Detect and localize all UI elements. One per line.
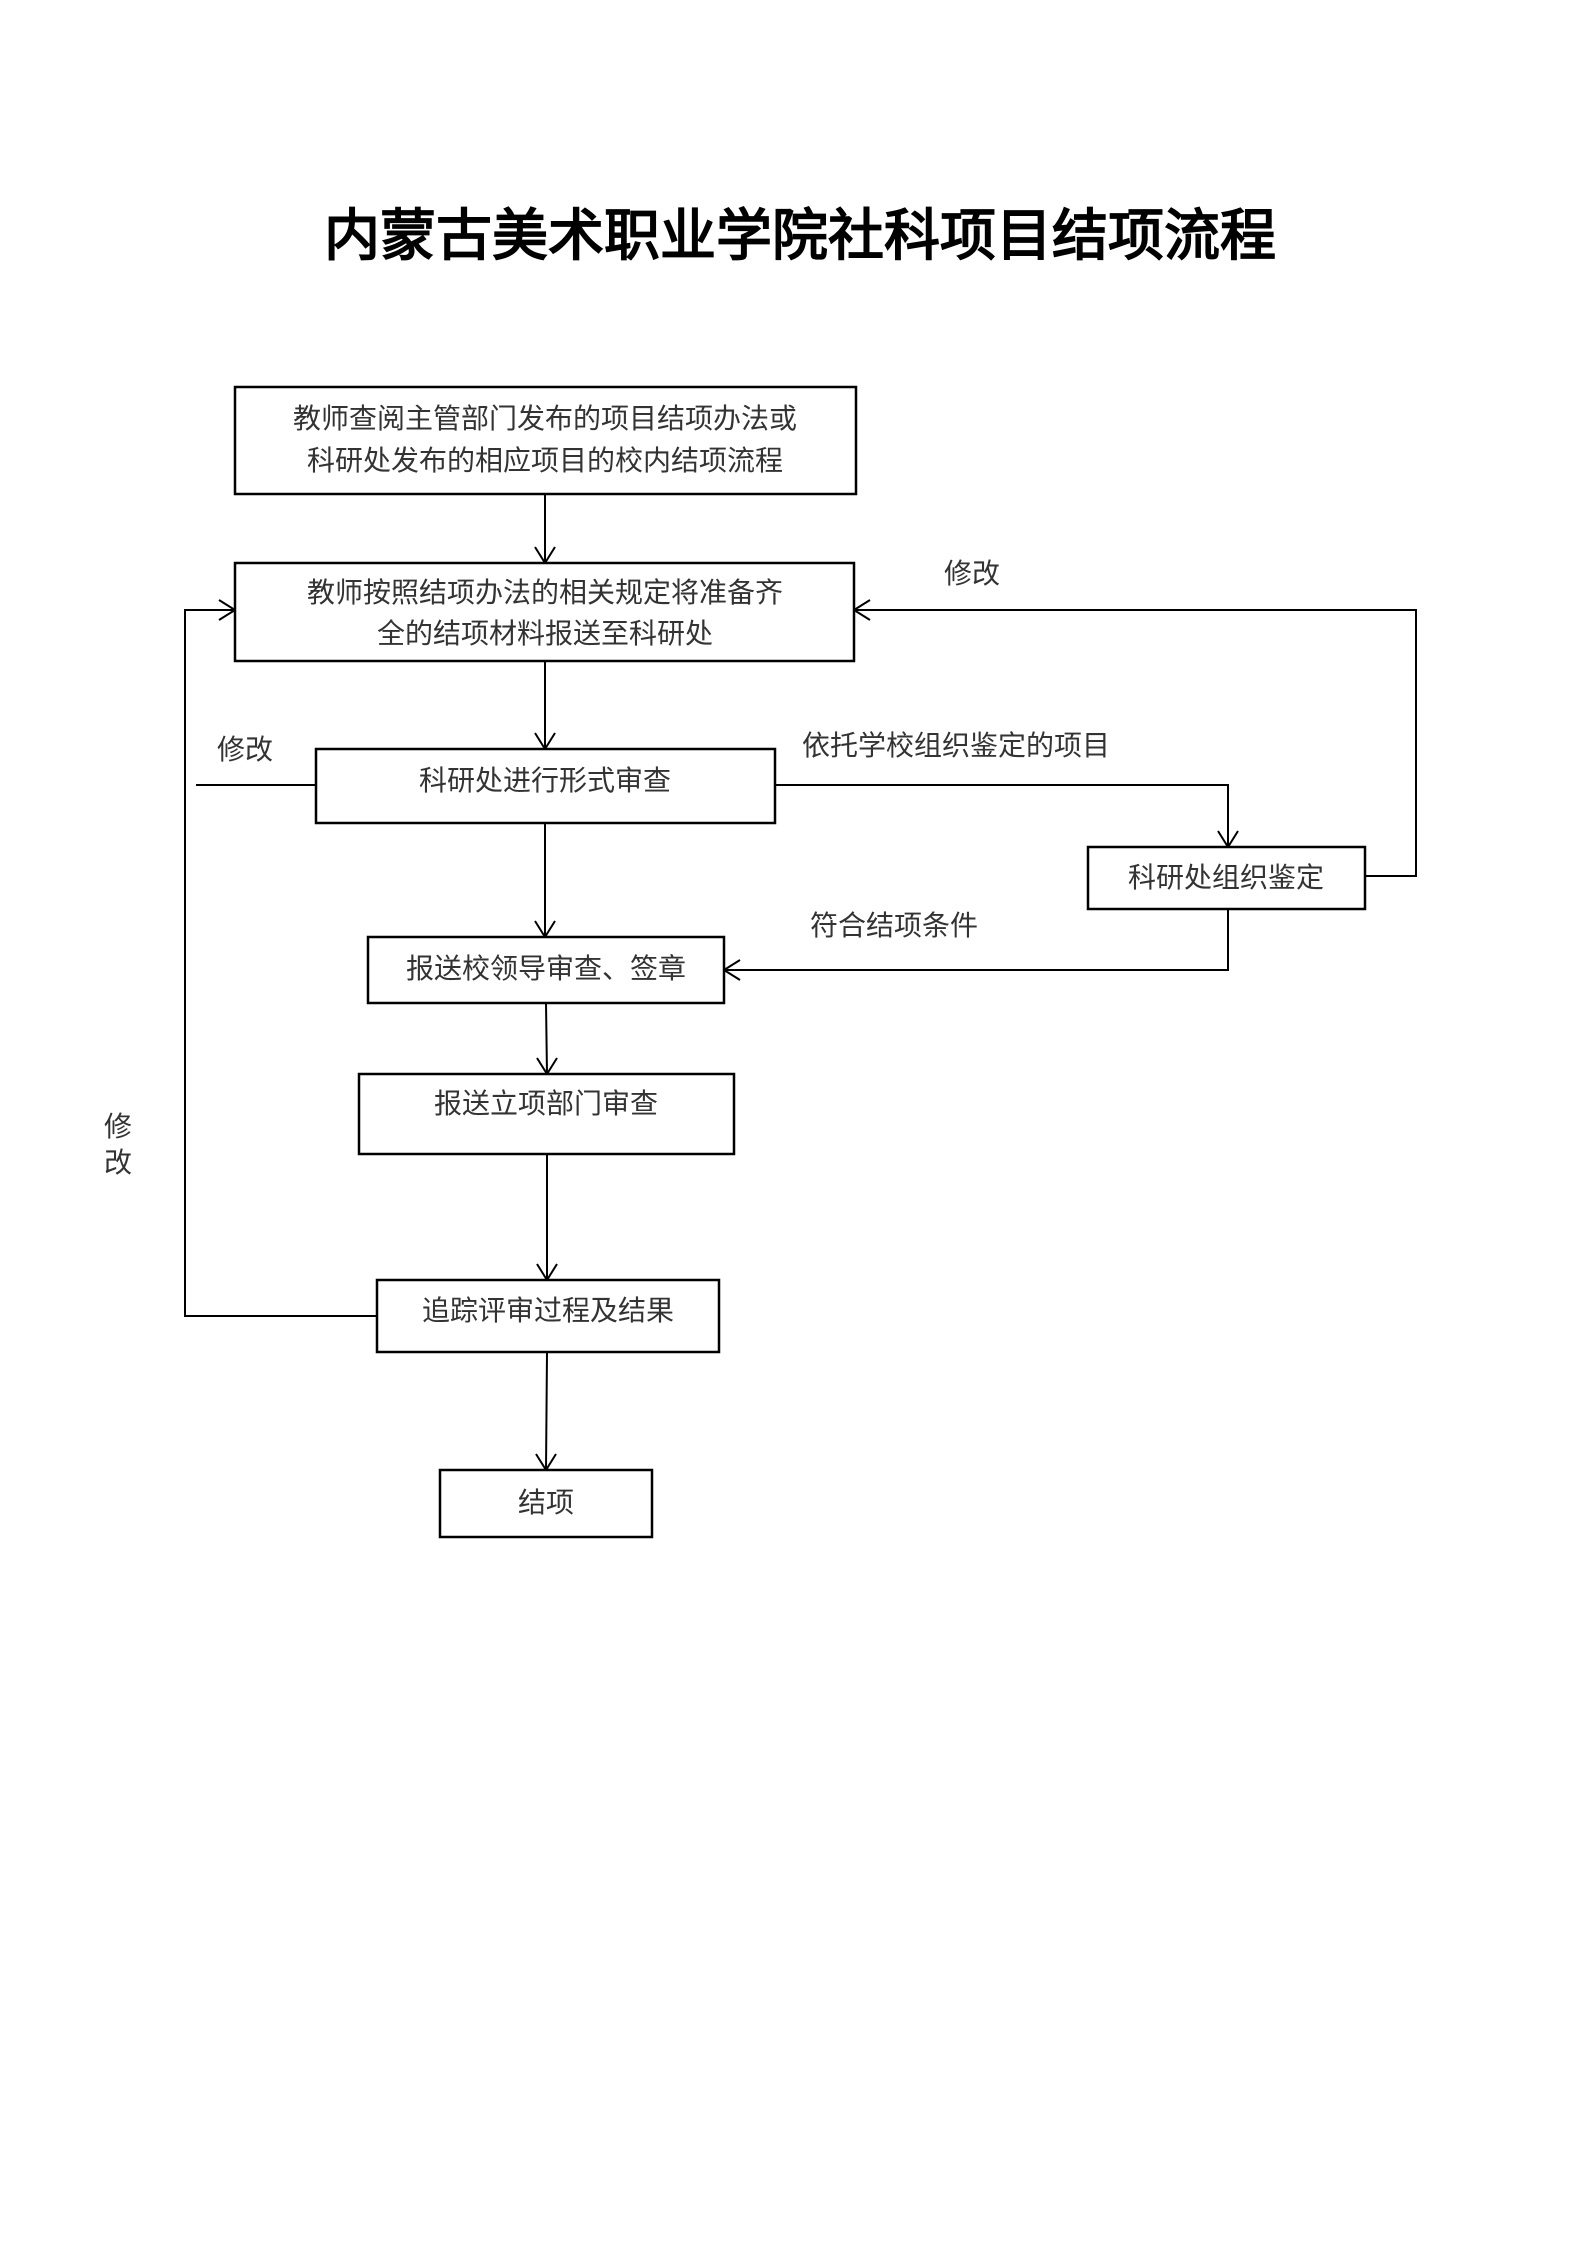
node-text: 结项 bbox=[518, 1486, 574, 1519]
node-organize-appraisal: 科研处组织鉴定 bbox=[1086, 845, 1367, 911]
node-text: 报送立项部门审查 bbox=[434, 1087, 658, 1120]
node-text: 报送校领导审查、签章 bbox=[406, 952, 686, 985]
node-formal-review: 科研处进行形式审查 bbox=[314, 747, 777, 825]
label-revise-vertical: 修 bbox=[104, 1110, 132, 1143]
connectors bbox=[184, 494, 1417, 1472]
node-text: 科研处组织鉴定 bbox=[1128, 861, 1324, 894]
node-completion: 结项 bbox=[438, 1468, 654, 1539]
node-text: 全的结项材料报送至科研处 bbox=[377, 617, 713, 650]
node-track-results: 追踪评审过程及结果 bbox=[375, 1278, 721, 1354]
node-department-review: 报送立项部门审查 bbox=[357, 1072, 736, 1156]
node-text: 追踪评审过程及结果 bbox=[422, 1294, 674, 1327]
node-text: 教师按照结项办法的相关规定将准备齐 bbox=[307, 576, 783, 609]
node-text: 科研处发布的相应项目的校内结项流程 bbox=[307, 444, 783, 477]
node-check-methods: 教师查阅主管部门发布的项目结项办法或 科研处发布的相应项目的校内结项流程 bbox=[233, 385, 858, 496]
edge-n7-n8 bbox=[545, 1351, 548, 1471]
node-text: 教师查阅主管部门发布的项目结项办法或 bbox=[293, 402, 797, 435]
label-revise-formal: 修改 bbox=[217, 733, 273, 766]
label-school-appraisal: 依托学校组织鉴定的项目 bbox=[802, 729, 1110, 762]
edge-n5-n6 bbox=[545, 1002, 548, 1075]
label-revise-right: 修改 bbox=[944, 557, 1000, 590]
edge-n7-n2-revise bbox=[184, 609, 377, 1317]
edge-n3-n4 bbox=[775, 784, 1229, 847]
label-meets-conditions: 符合结项条件 bbox=[810, 909, 978, 942]
node-leader-review: 报送校领导审查、签章 bbox=[366, 935, 726, 1005]
node-text: 科研处进行形式审查 bbox=[419, 764, 671, 797]
page-title: 内蒙古美术职业学院社科项目结项流程 bbox=[324, 203, 1276, 269]
edge-n4-n2-revise bbox=[854, 609, 1417, 877]
node-submit-materials: 教师按照结项办法的相关规定将准备齐 全的结项材料报送至科研处 bbox=[233, 561, 856, 663]
edge-n4-n5 bbox=[724, 909, 1229, 971]
label-revise-vertical: 改 bbox=[104, 1146, 132, 1179]
